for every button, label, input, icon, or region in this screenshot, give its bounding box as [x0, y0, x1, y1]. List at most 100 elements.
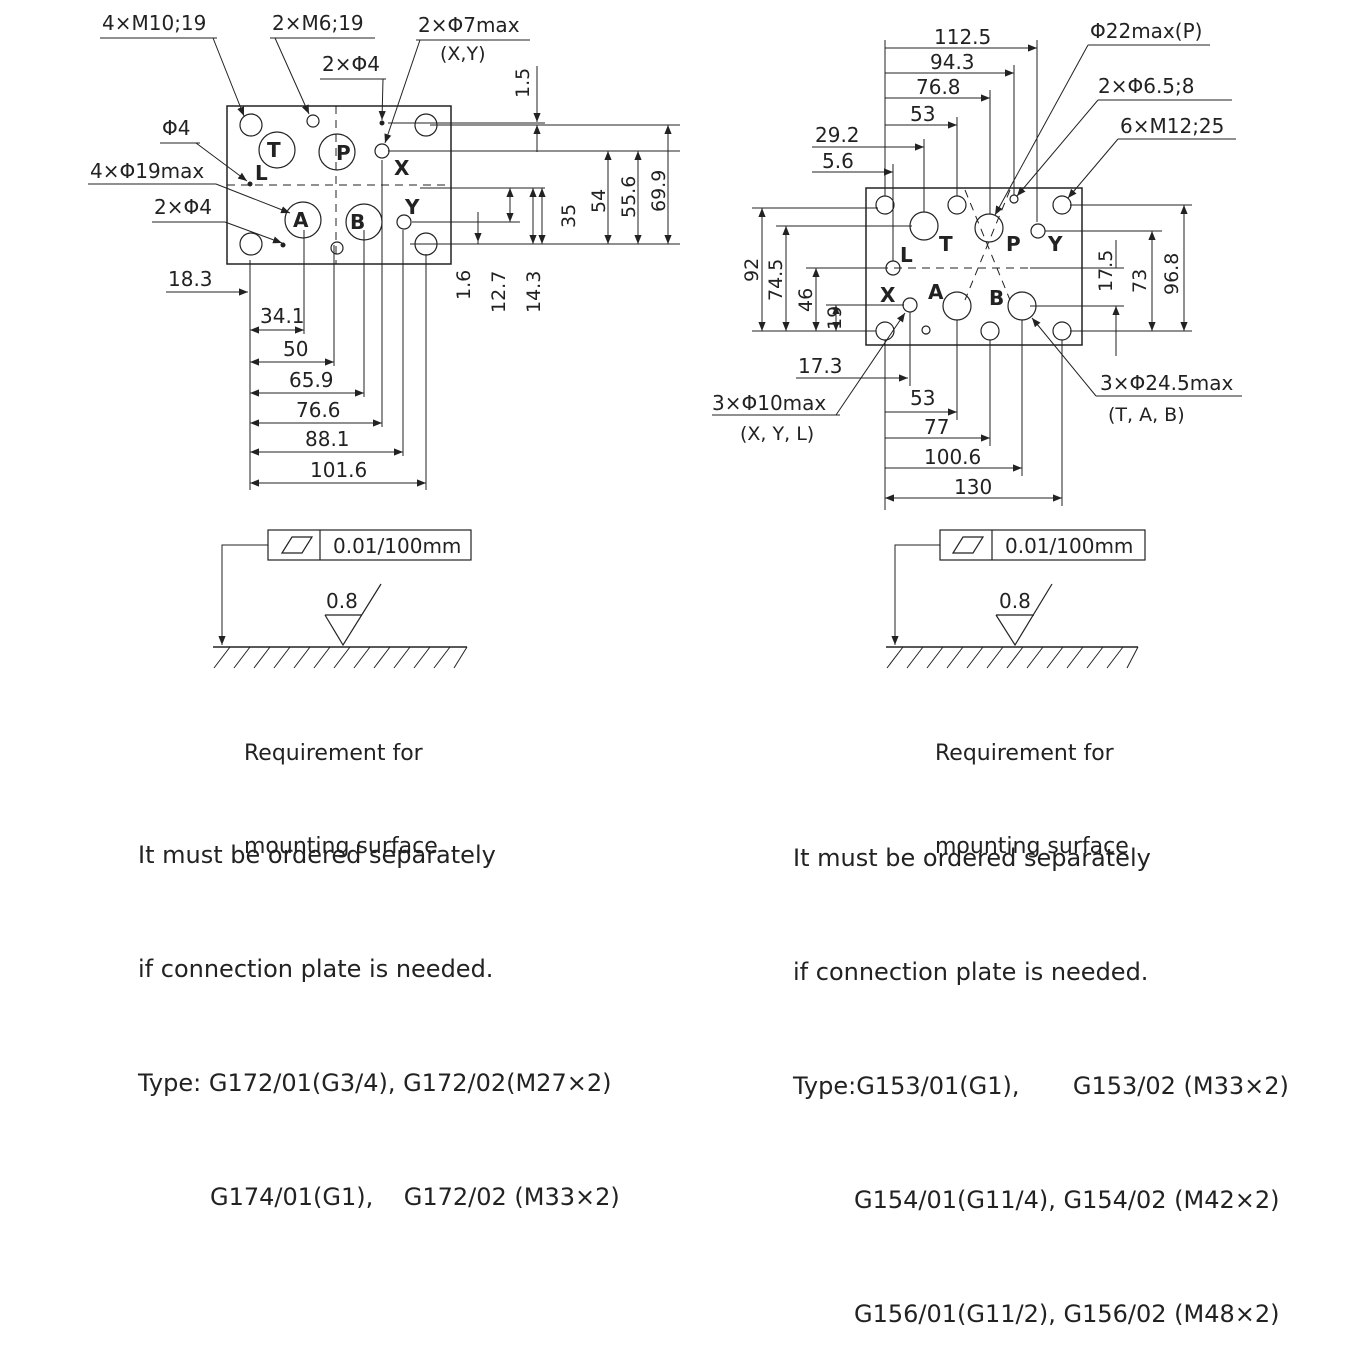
left-port-p-label: P: [336, 141, 351, 165]
right-port-t: [909, 211, 939, 241]
right-port-x-hole: [902, 297, 918, 313]
right-plate-outline: [865, 187, 1083, 346]
left-m6-hole: [306, 114, 320, 128]
right-dim-92: 92: [741, 258, 763, 282]
left-port-y-hole: [396, 214, 412, 230]
right-surface-spec: 0.01/100mm 0.8: [886, 529, 1146, 669]
right-port-a-label: A: [928, 280, 944, 304]
left-port-x-hole: [374, 143, 390, 159]
right-bolt-hole: [875, 195, 895, 215]
right-callout-t-a-b-sub: (T, A, B): [1108, 404, 1185, 426]
left-flatness-icon: [280, 536, 314, 554]
right-callout-p-hole: Φ22max(P): [1090, 19, 1202, 43]
right-dim-112-5: 112.5: [934, 25, 991, 49]
left-port-p: [318, 133, 356, 171]
right-dim-73: 73: [1129, 269, 1151, 293]
right-right-vertical-dims: 17.5 73 96.8: [1030, 204, 1192, 356]
left-dim-35: 35: [558, 204, 580, 228]
right-roughness-symbol: [995, 583, 1053, 647]
left-note-line2: if connection plate is needed.: [138, 955, 494, 983]
right-callout-x-y-l-hole: 3×Φ10max: [712, 391, 826, 415]
left-surface-caption: Requirement for mounting surface: [244, 676, 438, 893]
left-dim-1-5: 1.5: [512, 68, 534, 98]
right-port-p-label: P: [1006, 232, 1021, 256]
right-dim-19: 19: [824, 306, 846, 330]
left-callouts: 4×M10;19 2×M6;19 2×Φ7max (X,Y) 2×Φ4 Φ4 4…: [88, 11, 530, 244]
right-dim-77: 77: [924, 415, 949, 439]
right-dim-17-5: 17.5: [1095, 250, 1117, 292]
right-dim-17-3: 17.3: [798, 354, 843, 378]
right-surface-caption: Requirement for mounting surface: [935, 676, 1129, 893]
right-hatch: [886, 646, 1139, 669]
left-callout-x-y-hole: 2×Φ7max: [418, 13, 520, 37]
right-pin-hole: [1009, 194, 1019, 204]
right-flatness-icon: [951, 536, 985, 554]
left-type-line2: G174/01(G1), G172/02 (M33×2): [210, 1183, 620, 1211]
right-callout-m12: 6×M12;25: [1120, 114, 1224, 138]
left-dim-50: 50: [283, 337, 308, 361]
left-dim-55-6: 55.6: [618, 176, 640, 218]
right-callout-t-a-b-hole: 3×Φ24.5max: [1100, 371, 1233, 395]
right-note-line2: if connection plate is needed.: [793, 958, 1149, 986]
left-dim-65-9: 65.9: [289, 368, 334, 392]
right-dim-100-6: 100.6: [924, 445, 981, 469]
right-callout-pin: 2×Φ6.5;8: [1098, 74, 1195, 98]
right-dim-53-b: 53: [910, 386, 935, 410]
left-bolt-hole: [239, 232, 263, 256]
left-callout-pin-bottom: 2×Φ4: [154, 195, 212, 219]
right-plate-drawing: T P Y L X A B Φ22max(P) 2×Φ6.5;8 6×M12;2…: [712, 19, 1242, 669]
right-dim-130: 130: [954, 475, 992, 499]
right-top-dims: 112.5 94.3 76.8 53 29.2 5.6: [812, 25, 1038, 261]
left-surface-caption-line1: Requirement for: [244, 741, 423, 766]
left-dim-76-6: 76.6: [296, 398, 341, 422]
left-flatness-value: 0.01/100mm: [333, 534, 461, 558]
right-type-line1: Type:G153/01(G1), G153/02 (M33×2): [793, 1072, 1289, 1100]
left-port-b-label: B: [350, 210, 365, 234]
left-vertical-dims: 1.5 35 54 55.6 69.9 1.6 12.7 14.3: [388, 66, 680, 313]
left-roughness-value: 0.8: [326, 589, 358, 613]
right-bolt-hole: [1052, 321, 1072, 341]
left-callout-phi4: Φ4: [162, 116, 190, 140]
right-surface-caption-line1: Requirement for: [935, 741, 1114, 766]
left-port-a-label: A: [293, 208, 309, 232]
left-dim-1-6: 1.6: [453, 270, 475, 300]
right-dim-76-8: 76.8: [916, 75, 961, 99]
left-callout-phi19: 4×Φ19max: [90, 159, 204, 183]
left-roughness-symbol: [324, 583, 382, 647]
right-dim-74-5: 74.5: [765, 259, 787, 301]
drawing-canvas: T P L X A B Y 4×M10;19 2×M6;19 2×Φ7max (…: [88, 11, 1242, 669]
right-note-line1: It must be ordered separately: [793, 844, 1151, 872]
left-surface-spec: 0.01/100mm 0.8: [213, 529, 472, 669]
right-port-a: [942, 291, 972, 321]
right-bolt-hole: [980, 321, 1000, 341]
right-type-line3: G156/01(G11/2), G156/02 (M48×2): [854, 1300, 1280, 1328]
right-dim-29-2: 29.2: [815, 123, 860, 147]
right-flatness-value: 0.01/100mm: [1005, 534, 1133, 558]
right-callout-x-y-l-sub: (X, Y, L): [740, 423, 814, 445]
left-dim-88-1: 88.1: [305, 427, 350, 451]
right-type-line2: G154/01(G11/4), G154/02 (M42×2): [854, 1186, 1280, 1214]
right-order-note: It must be ordered separately if connect…: [793, 763, 1289, 1371]
left-port-x-label: X: [394, 156, 410, 180]
right-dim-94-3: 94.3: [930, 50, 975, 74]
left-dim-69-9: 69.9: [648, 170, 670, 212]
right-dim-46: 46: [795, 288, 817, 312]
right-port-t-label: T: [939, 232, 953, 256]
left-m6-hole: [330, 241, 344, 255]
right-port-p: [974, 213, 1004, 243]
right-port-l-label: L: [900, 243, 913, 267]
left-dim-34-1: 34.1: [260, 304, 305, 328]
left-type-line1: Type: G172/01(G3/4), G172/02(M27×2): [138, 1069, 612, 1097]
right-surface-caption-line2: mounting surface: [935, 834, 1129, 859]
left-callout-m10: 4×M10;19: [102, 11, 206, 35]
left-dim-18-3: 18.3: [168, 267, 213, 291]
right-port-y-hole: [1030, 223, 1046, 239]
left-dim-101-6: 101.6: [310, 458, 367, 482]
left-dim-12-7: 12.7: [488, 271, 510, 313]
left-surface-caption-line2: mounting surface: [244, 834, 438, 859]
left-hatch: [213, 646, 468, 669]
right-pin-hole: [921, 325, 931, 335]
left-port-t-label: T: [267, 138, 281, 162]
left-port-a: [284, 201, 322, 239]
left-dim-14-3: 14.3: [523, 271, 545, 313]
